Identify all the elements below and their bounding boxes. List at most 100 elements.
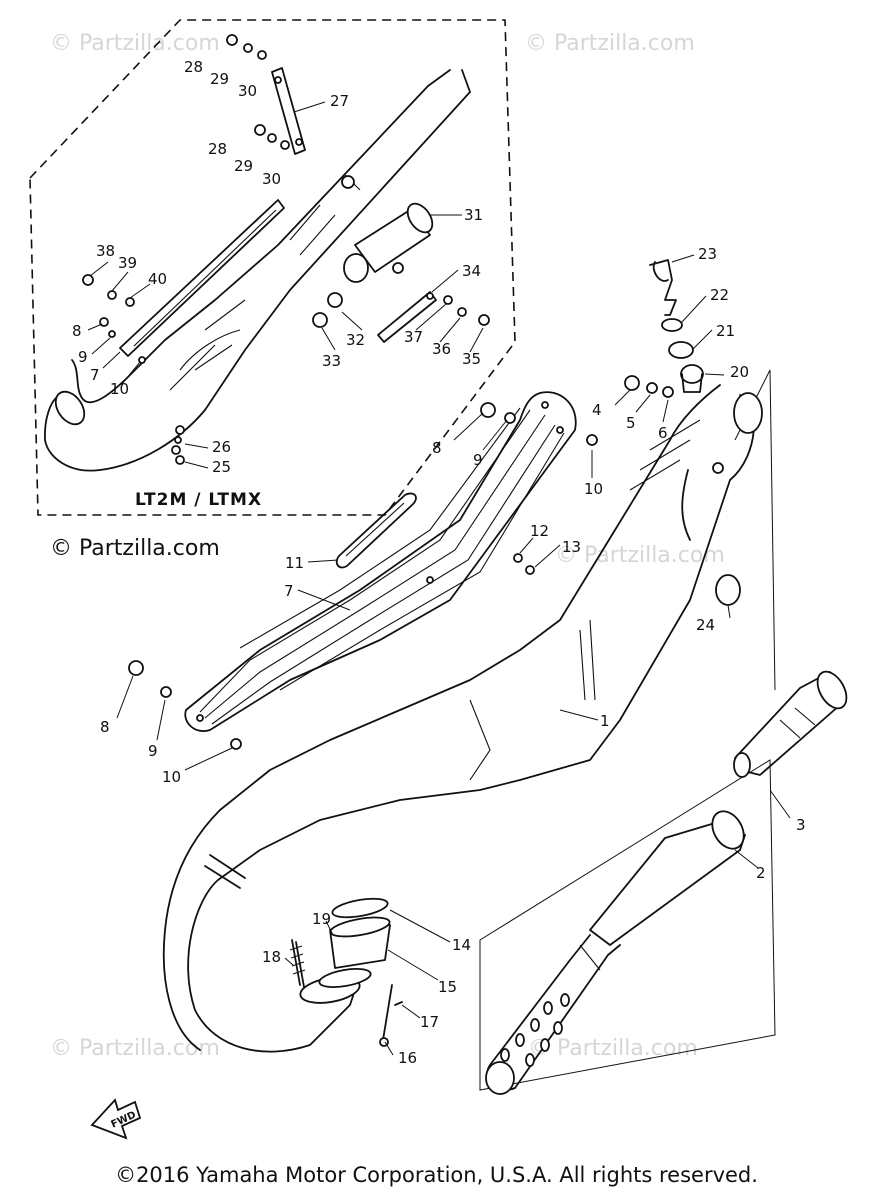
damper-24 xyxy=(715,574,741,606)
gasket-14 xyxy=(331,897,389,919)
callout-29-mid: 29 xyxy=(234,157,253,175)
callout-33: 33 xyxy=(322,352,341,370)
callout-17: 17 xyxy=(420,1013,439,1031)
inset-bracket-27 xyxy=(271,67,306,155)
washer-6 xyxy=(662,386,674,398)
callout-26: 26 xyxy=(212,438,231,456)
washer-5 xyxy=(646,382,658,394)
spring-18 xyxy=(291,939,305,988)
callout-11: 11 xyxy=(285,554,304,572)
inset-heat-guard xyxy=(119,199,285,357)
watermark-top-right: © Partzilla.com xyxy=(525,31,695,56)
callout-7: 7 xyxy=(284,582,294,600)
callout-9-inset: 9 xyxy=(78,348,88,366)
callout-23: 23 xyxy=(698,245,717,263)
washer-10-upper xyxy=(586,434,598,446)
inset-silencer-31 xyxy=(343,202,434,283)
watermark-middle: © Partzilla.com xyxy=(555,543,725,568)
joint-parts xyxy=(289,897,403,1047)
callout-27: 27 xyxy=(330,92,349,110)
assembly-boundary-muffler xyxy=(479,759,776,1091)
callout-37: 37 xyxy=(404,328,423,346)
copyright-notice: ©2016 Yamaha Motor Corporation, U.S.A. A… xyxy=(115,1163,758,1187)
inset-label: LT2M / LTMX xyxy=(135,490,262,510)
callout-24: 24 xyxy=(696,616,715,634)
callout-34: 34 xyxy=(462,262,481,280)
washer-17 xyxy=(394,1001,403,1006)
washer-9-upper xyxy=(504,412,516,424)
ring-19 xyxy=(318,968,372,988)
bolt-23 xyxy=(649,259,677,316)
inset-lt2m-ltmx: LT2M / LTMX xyxy=(29,19,516,516)
callout-10-inset: 10 xyxy=(110,380,129,398)
bolt-8-lower xyxy=(128,660,144,676)
callout-22: 22 xyxy=(710,286,729,304)
callout-labels: 1 2 3 4 5 6 7 8 9 10 8 9 10 11 12 13 14 … xyxy=(100,245,806,1067)
callout-14: 14 xyxy=(452,936,471,954)
watermark-bottom-left: © Partzilla.com xyxy=(50,1036,220,1061)
callout-9-lower: 9 xyxy=(148,742,158,760)
washer-22 xyxy=(661,318,683,332)
callout-6: 6 xyxy=(658,424,668,442)
callout-8-inset: 8 xyxy=(72,322,82,340)
callout-9: 9 xyxy=(473,451,483,469)
washer-12 xyxy=(513,553,523,563)
callout-5: 5 xyxy=(626,414,636,432)
bolt-4 xyxy=(624,375,640,391)
bolt-8-upper xyxy=(480,402,496,418)
watermark-group: © Partzilla.com © Partzilla.com © Partzi… xyxy=(50,31,725,1061)
callout-30-mid: 30 xyxy=(262,170,281,188)
callout-35: 35 xyxy=(462,350,481,368)
callout-1: 1 xyxy=(600,712,610,730)
watermark-bottom-right: © Partzilla.com xyxy=(528,1036,698,1061)
callout-30-top: 30 xyxy=(238,82,257,100)
damper-20 xyxy=(680,364,704,384)
washer-10-lower xyxy=(230,738,242,750)
fwd-arrow: FWD xyxy=(90,1098,142,1140)
exhaust-pipe-1 xyxy=(162,384,763,1053)
callout-28-mid: 28 xyxy=(208,140,227,158)
watermark-top-left: © Partzilla.com xyxy=(50,31,220,56)
band-11 xyxy=(335,492,417,569)
callout-8-lower: 8 xyxy=(100,718,110,736)
leader-lines xyxy=(87,101,791,1056)
callout-3: 3 xyxy=(796,816,806,834)
callout-38: 38 xyxy=(96,242,115,260)
callout-2: 2 xyxy=(756,864,766,882)
muffler-perforations xyxy=(500,993,570,1067)
callout-40: 40 xyxy=(148,270,167,288)
inset-hardware xyxy=(82,34,490,465)
callout-28-top: 28 xyxy=(184,58,203,76)
callout-25: 25 xyxy=(212,458,231,476)
callout-18: 18 xyxy=(262,948,281,966)
callout-39: 39 xyxy=(118,254,137,272)
callout-10: 10 xyxy=(584,480,603,498)
inset-stay-34 xyxy=(377,291,437,343)
callout-36: 36 xyxy=(432,340,451,358)
callout-12: 12 xyxy=(530,522,549,540)
partzilla-watermark: © Partzilla.com xyxy=(50,536,220,561)
washer-21 xyxy=(668,341,694,359)
callout-8: 8 xyxy=(432,439,442,457)
heat-guard-7 xyxy=(184,391,577,732)
washer-9-lower xyxy=(160,686,172,698)
callout-13: 13 xyxy=(562,538,581,556)
nut-13 xyxy=(525,565,535,575)
mount-hardware xyxy=(128,259,704,750)
callout-20: 20 xyxy=(730,363,749,381)
callout-4: 4 xyxy=(592,401,602,419)
inset-dashed-border xyxy=(29,19,516,516)
inset-exhaust-pipe xyxy=(44,69,471,472)
callout-15: 15 xyxy=(438,978,457,996)
callout-29-top: 29 xyxy=(210,70,229,88)
callout-7-inset: 7 xyxy=(90,366,100,384)
callout-31: 31 xyxy=(464,206,483,224)
callout-19: 19 xyxy=(312,910,331,928)
callout-16: 16 xyxy=(398,1049,417,1067)
inset-callout-labels: 25 26 27 28 29 30 28 29 30 31 32 33 34 3… xyxy=(72,58,483,476)
callout-10-lower: 10 xyxy=(162,768,181,786)
callout-32: 32 xyxy=(346,331,365,349)
muffler-2 xyxy=(485,810,746,1095)
bolt-16 xyxy=(382,984,393,1041)
